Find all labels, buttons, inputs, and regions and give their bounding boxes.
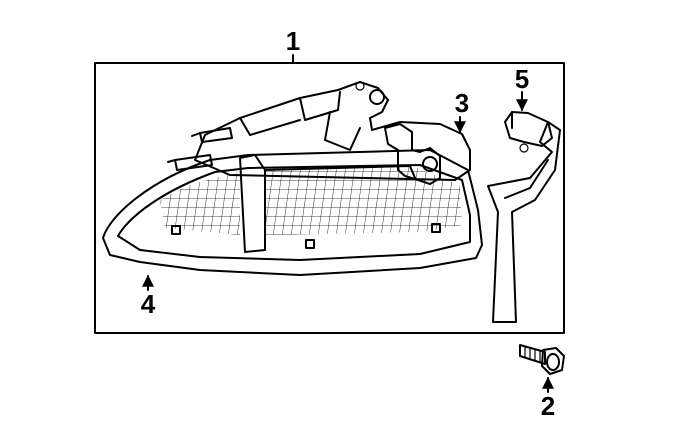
- assembly-frame: [94, 62, 565, 334]
- callout-3: 3: [455, 88, 469, 118]
- lamp-lens: [102, 149, 483, 276]
- callout-2: 2: [541, 391, 555, 421]
- bolt-part: [519, 344, 565, 375]
- callout-1: 1: [286, 26, 300, 56]
- side-trim-panel: [487, 121, 561, 323]
- clip-part: [504, 111, 553, 153]
- callout-5: 5: [515, 64, 529, 94]
- callout-4: 4: [141, 289, 156, 319]
